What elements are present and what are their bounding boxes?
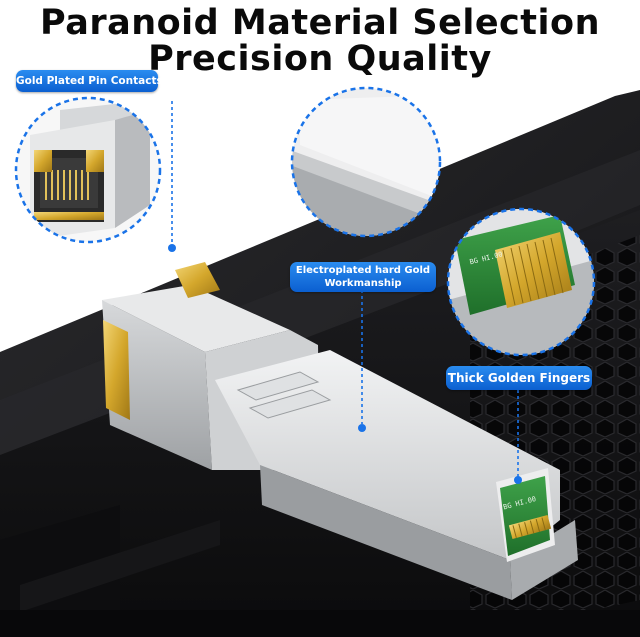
headline-line-1: Paranoid Material Selection [40,3,600,43]
callout-label-line-1: Electroplated hard Gold [295,265,431,276]
callout-dot [358,424,366,432]
callout-electroplated-gold: Electroplated hard Gold Workmanship [290,262,436,292]
callout-dot [168,244,176,252]
callout-gold-pin-contacts: Gold Plated Pin Contacts [16,70,163,92]
zoom-rj45-port [14,96,162,244]
callout-label-line-2: Workmanship [324,278,402,289]
callout-leaders [171,100,519,478]
headline-line-2: Precision Quality [148,39,492,79]
zoom-metal-housing [290,86,442,238]
callout-dot [514,476,522,484]
sfp-module: BG HI.00 [102,262,578,600]
callout-thick-golden-fingers: Thick Golden Fingers [446,366,592,390]
zoom-golden-fingers: BG HI.00 [446,207,596,357]
